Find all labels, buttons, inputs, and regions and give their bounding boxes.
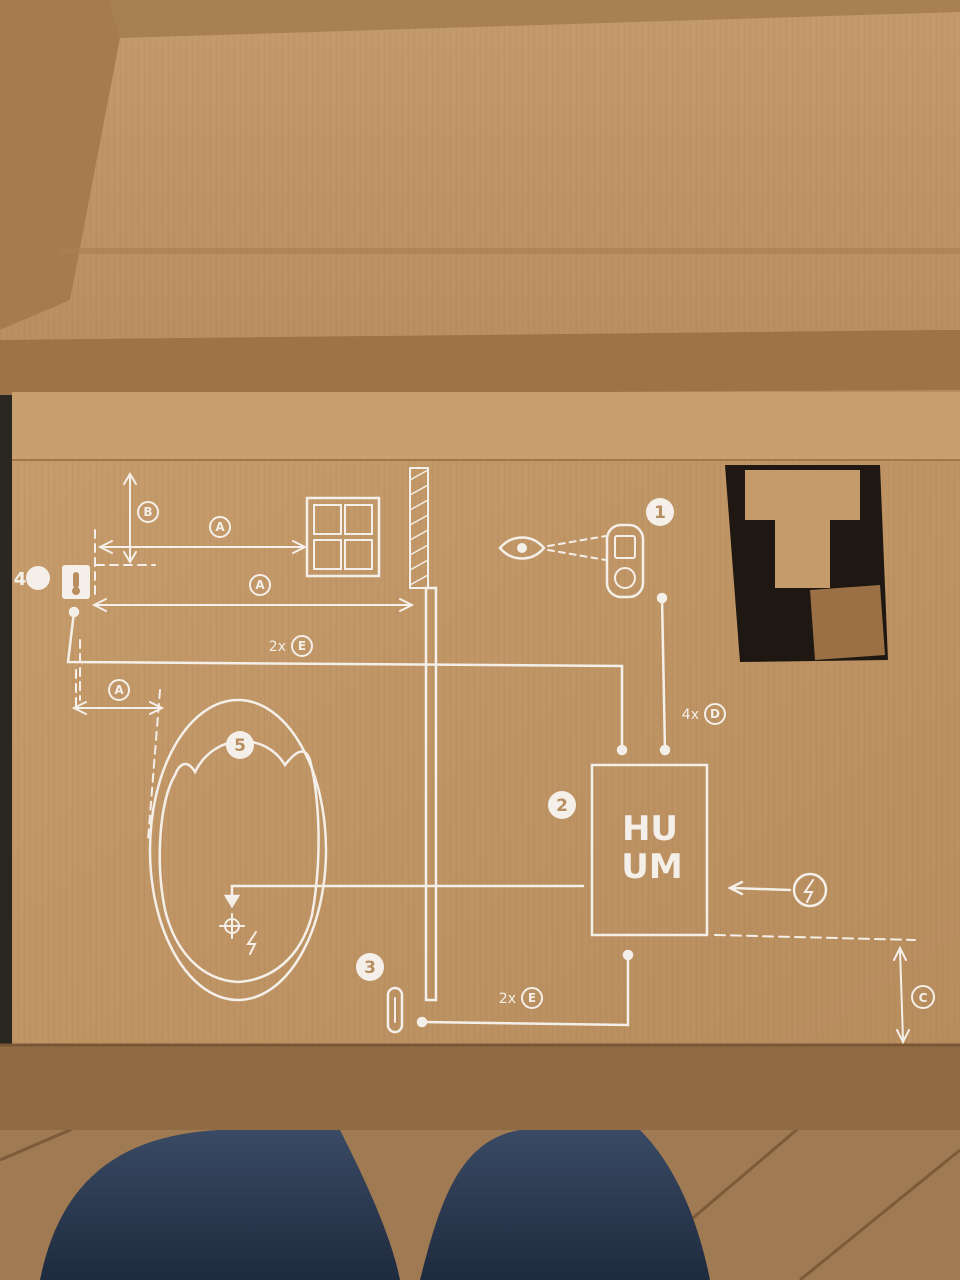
callout-number-1: 1 bbox=[654, 503, 666, 523]
power-arrow bbox=[727, 880, 792, 896]
cable-d-prefix: 4x bbox=[682, 707, 699, 723]
lid-left-flap bbox=[0, 0, 120, 330]
stove-lightning-icon bbox=[246, 931, 257, 955]
wall-top-hatched bbox=[409, 467, 429, 589]
dimension-a-top-arrow bbox=[97, 540, 308, 554]
lid-top-edge bbox=[110, 0, 960, 38]
sensor-cable bbox=[66, 610, 624, 752]
ceiling-dashed bbox=[714, 934, 916, 941]
cable-e-lower-letter: E bbox=[528, 991, 536, 1005]
fuse-cable bbox=[420, 953, 630, 1027]
huum-logo: HU UM bbox=[621, 809, 682, 887]
controller-device-icon bbox=[605, 523, 645, 599]
huum-logo-line2: UM bbox=[621, 847, 682, 887]
install-diagram bbox=[62, 467, 916, 1045]
cable-e-upper-prefix: 2x bbox=[269, 639, 286, 655]
cable-d-letter: D bbox=[710, 707, 720, 721]
cable-e-lower-prefix: 2x bbox=[499, 991, 516, 1007]
dimension-c-arrow bbox=[893, 945, 910, 1045]
stove-cable bbox=[230, 884, 585, 900]
callout-number-3: 3 bbox=[364, 958, 376, 978]
sensor-cable-dot bbox=[68, 606, 80, 618]
panel-top-edge bbox=[12, 392, 960, 460]
callout-number-4: 4 bbox=[14, 569, 27, 590]
fuse-cable-dot-top bbox=[622, 949, 634, 961]
cable-e-upper-letter: E bbox=[298, 639, 306, 653]
controller-cable-dot bbox=[656, 592, 668, 604]
callout-number-2: 2 bbox=[556, 796, 568, 816]
callout-badges bbox=[26, 498, 674, 981]
label-a-low: A bbox=[114, 683, 124, 697]
dimension-a-mid-arrow bbox=[91, 598, 415, 612]
stove-cable-arrow bbox=[223, 894, 241, 909]
window-icon bbox=[305, 496, 381, 578]
lid-inner-fold bbox=[0, 330, 960, 395]
sensor-vertical-dashed bbox=[79, 529, 96, 701]
cutout-inner-flap bbox=[745, 470, 860, 588]
cutout-packing-insert bbox=[810, 585, 885, 660]
fuse-cable-dot-end bbox=[416, 1016, 428, 1028]
wall-hatching bbox=[409, 469, 429, 586]
label-a-mid: A bbox=[255, 578, 265, 592]
box-lid-texture bbox=[0, 0, 960, 395]
label-b: B bbox=[143, 505, 152, 519]
label-c: C bbox=[919, 991, 928, 1005]
dimension-a-low-arrow bbox=[71, 701, 165, 715]
jeans-right-leg bbox=[420, 1130, 710, 1280]
controller-cable-end-dot bbox=[659, 744, 671, 756]
power-icon-ring bbox=[792, 872, 828, 908]
box-bottom-edge bbox=[0, 1045, 960, 1130]
controller-cable bbox=[660, 596, 667, 752]
label-a-top: A bbox=[215, 520, 225, 534]
crosshair-icon bbox=[219, 913, 245, 939]
thermometer-icon bbox=[62, 565, 90, 599]
sensor-cable-end-dot bbox=[616, 744, 628, 756]
lid-crease bbox=[60, 248, 960, 254]
stove-clearance-dashed bbox=[147, 689, 161, 841]
lightning-bolt-icon bbox=[803, 879, 814, 903]
huum-logo-line1: HU bbox=[622, 809, 678, 849]
jeans-left-leg bbox=[40, 1130, 400, 1280]
letter-rings bbox=[108, 501, 935, 1009]
wall bbox=[424, 586, 438, 1002]
sauna-stove-icon bbox=[148, 698, 328, 1002]
sight-lines bbox=[547, 535, 607, 561]
callout-number-5: 5 bbox=[234, 736, 246, 756]
control-unit-box bbox=[590, 763, 709, 937]
eye-icon bbox=[498, 536, 546, 560]
fuse-icon bbox=[386, 986, 404, 1034]
